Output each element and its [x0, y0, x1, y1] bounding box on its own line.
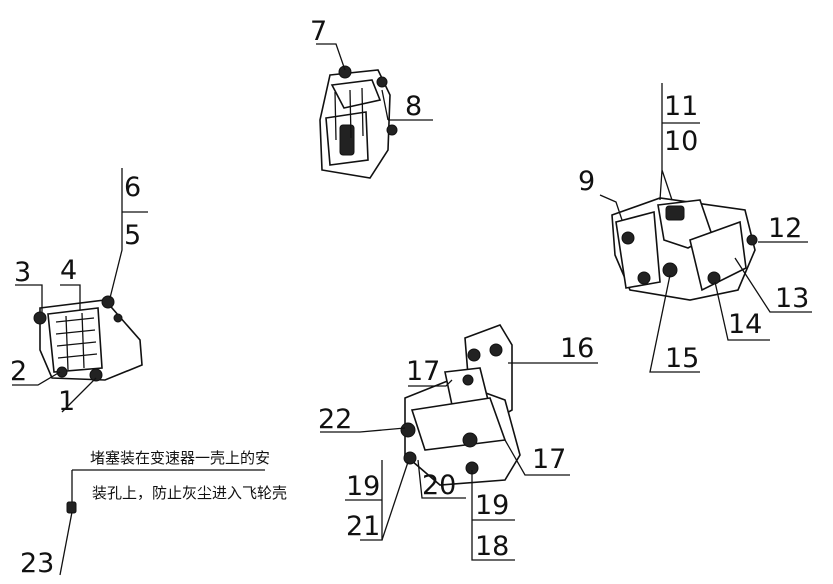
callout-23: 23 — [20, 548, 54, 579]
callout-3: 3 — [14, 257, 31, 288]
callout-labels: 7 8 6 5 3 4 2 1 9 11 10 12 13 14 15 16 1… — [10, 16, 809, 579]
callout-10: 10 — [664, 126, 698, 157]
callout-21: 21 — [346, 511, 380, 542]
callout-8: 8 — [405, 91, 422, 122]
callout-17-upper: 17 — [406, 356, 440, 387]
callout-12: 12 — [768, 213, 802, 244]
callout-15: 15 — [665, 343, 699, 374]
callout-9: 9 — [578, 166, 595, 197]
top-mount-assembly — [319, 65, 398, 179]
callout-13: 13 — [775, 283, 809, 314]
note-line-2: 装孔上，防止灰尘进入飞轮壳 — [92, 484, 287, 502]
callout-4: 4 — [60, 255, 77, 286]
callout-2: 2 — [10, 356, 27, 387]
plug-part — [66, 501, 77, 514]
callout-6: 6 — [124, 172, 141, 203]
callout-17-right: 17 — [532, 444, 566, 475]
callout-16: 16 — [560, 333, 594, 364]
callout-20: 20 — [422, 470, 456, 501]
note-line-1: 堵塞装在变速器一壳上的安 — [90, 449, 270, 467]
callout-19-right: 19 — [475, 490, 509, 521]
callout-19-left: 19 — [346, 471, 380, 502]
plug-note: 堵塞装在变速器一壳上的安 装孔上，防止灰尘进入飞轮壳 — [90, 449, 287, 502]
callout-18: 18 — [475, 531, 509, 562]
leader-lines — [12, 43, 812, 576]
callout-5: 5 — [124, 220, 141, 251]
left-mount-assembly — [33, 295, 143, 382]
right-mount-assembly — [611, 197, 758, 301]
callout-22: 22 — [318, 404, 352, 435]
callout-11: 11 — [664, 91, 698, 122]
callout-7: 7 — [310, 16, 327, 47]
callout-14: 14 — [728, 309, 762, 340]
callout-1: 1 — [58, 386, 75, 417]
bottom-mount-assembly — [400, 324, 521, 486]
